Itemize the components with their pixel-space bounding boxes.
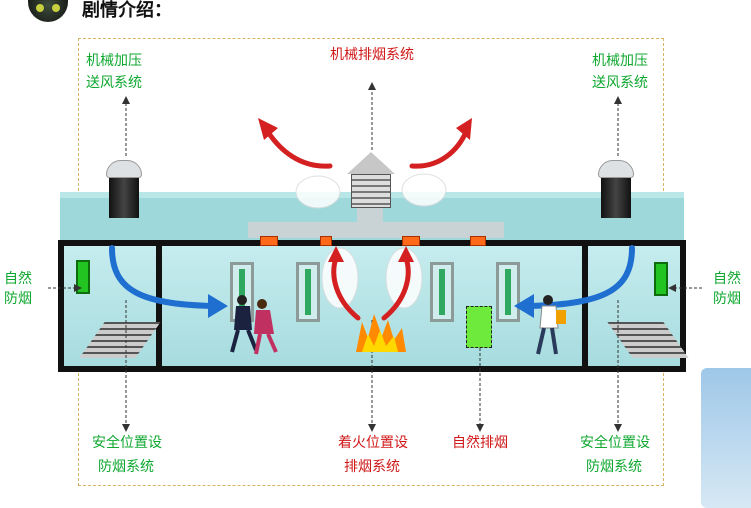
label-side-right-2: 防烟 [713,290,741,309]
fire-icon [356,314,406,352]
label-bottom-fire-1: 着火位置设 [338,434,408,453]
people-fleeing-icon [232,295,276,354]
smoke-puff [402,174,446,206]
label-side-right-1: 自然 [713,270,741,289]
label-bottom-left-2: 防烟系统 [98,458,154,477]
label-bottom-right-2: 防烟系统 [586,458,642,477]
label-bottom-natural: 自然排烟 [452,434,508,453]
air-flow-arrow-left [112,248,212,306]
exhaust-arrow-left [268,132,330,166]
arrowhead-icon [258,118,278,140]
label-bottom-right-1: 安全位置设 [580,434,650,453]
arrowhead-icon [514,294,534,318]
label-side-left-2: 防烟 [4,290,32,309]
smoke-puff [296,176,340,208]
overlay-card [701,368,751,508]
label-bottom-left-1: 安全位置设 [92,434,162,453]
exhaust-arrow-right [412,132,466,166]
label-bottom-fire-2: 排烟系统 [344,458,400,477]
arrowhead-icon [208,294,228,318]
label-side-left-1: 自然 [4,270,32,289]
